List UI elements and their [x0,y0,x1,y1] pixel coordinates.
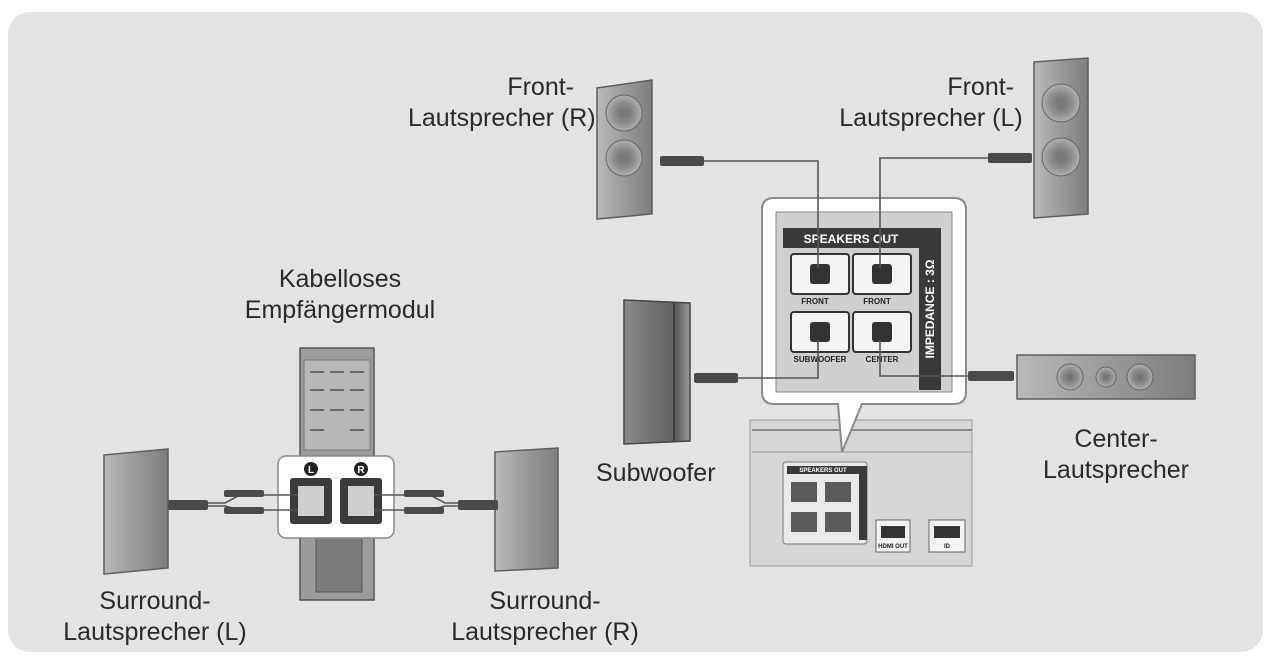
wireless-module-label-line2: Empfängermodul [244,296,436,324]
speakers-out-callout [761,197,967,453]
wireless-module-label-line1: Kabelloses [278,265,402,293]
center-label: Center- Lautsprecher [1036,424,1196,486]
module-jack-l-label: L [308,465,314,476]
surround-left-label-line1: Surround- [99,587,211,615]
center-speaker [1016,354,1196,400]
front-right-label-line2: Lautsprecher (R) [408,104,596,132]
rear-panel-title: SPEAKERS OUT [799,468,847,474]
subwoofer-speaker [623,299,691,445]
subwoofer-label: Subwoofer [596,458,736,489]
surround-right-label-line2: Lautsprecher (R) [451,618,639,646]
center-label-line2: Lautsprecher [1043,456,1189,484]
rear-panel-id-label: ID [944,544,951,550]
main-unit-rear-panel [749,419,973,567]
rear-panel-hdmi-label: HDMI OUT [878,544,908,550]
front-left-label-line2: Lautsprecher (L) [839,104,1023,132]
front-right-label: Front- Lautsprecher (R) [408,72,596,134]
front-right-speaker [596,79,653,220]
front-left-label: Front- Lautsprecher (L) [836,72,1026,134]
cable-plugs [168,153,1032,514]
subwoofer-label-line1: Subwoofer [596,459,716,487]
module-jack-callout [277,455,395,539]
surround-right-label-line1: Surround- [489,587,601,615]
impedance-label: IMPEDANCE : 3Ω [923,259,937,358]
surround-right-label: Surround- Lautsprecher (R) [440,586,650,648]
front-right-label-line1: Front- [507,73,574,101]
jack-front-left-label: FRONT [863,297,891,306]
surround-right-speaker [494,447,559,572]
module-jack-r-label: R [357,465,365,476]
front-left-speaker [1033,57,1089,219]
speakers-out-title: SPEAKERS OUT [804,232,899,246]
jack-subwoofer-label: SUBWOOFER [794,355,847,364]
surround-left-speaker [103,448,169,575]
front-left-label-line1: Front- [947,73,1014,101]
jack-center-label: CENTER [866,355,899,364]
jack-front-right-label: FRONT [801,297,829,306]
center-label-line1: Center- [1074,425,1158,453]
wireless-module-label: Kabelloses Empfängermodul [230,264,450,326]
surround-left-label: Surround- Lautsprecher (L) [50,586,260,648]
surround-left-label-line2: Lautsprecher (L) [63,618,247,646]
